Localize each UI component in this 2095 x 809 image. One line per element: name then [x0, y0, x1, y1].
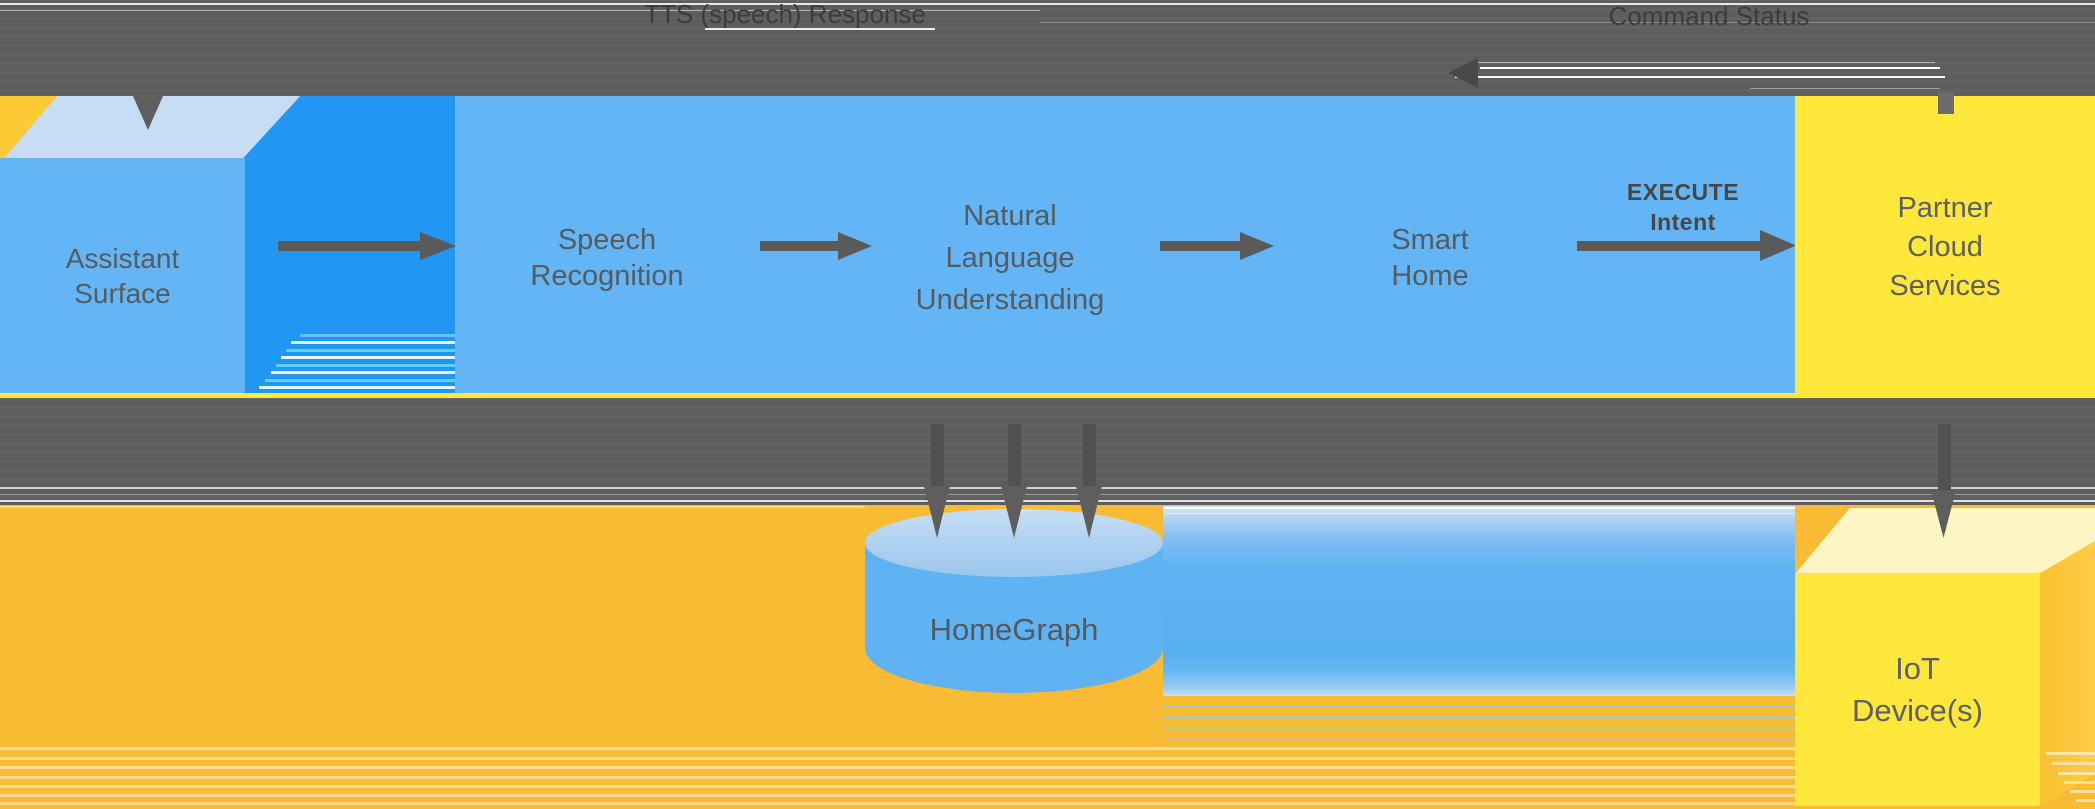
- amber-streak: [0, 776, 1795, 779]
- command-status-arrow-line: [1480, 67, 1940, 69]
- amber-streak: [0, 757, 1795, 760]
- execute-intent-arrow: [1577, 241, 1762, 251]
- amber-streak: [0, 766, 1795, 769]
- band-scanline: [1040, 22, 2095, 23]
- homegraph-label: HomeGraph: [929, 612, 1099, 648]
- yellow-separator: [0, 393, 2095, 398]
- amber-streak: [0, 802, 1795, 805]
- homegraph-arrow-shaft: [1008, 424, 1021, 488]
- command-status-label: Command Status: [1608, 1, 1810, 32]
- stair-glitch-stripe: [265, 379, 455, 382]
- command-status-arrow-line: [1750, 88, 1940, 89]
- amber-streak: [2046, 752, 2095, 755]
- amber-streak: [2058, 772, 2095, 775]
- nlu-to-smarthome-arrow: [1160, 241, 1242, 251]
- partner-box-notch-glitch: [1938, 92, 1954, 114]
- top-return-band: [0, 0, 2095, 96]
- band-scanline: [0, 494, 2095, 495]
- stair-glitch-stripe: [281, 356, 455, 359]
- execute-intent-label: EXECUTE Intent: [1626, 179, 1740, 235]
- amber-streak: [0, 794, 1795, 797]
- iot-arrow-shaft: [1938, 424, 1951, 492]
- band-scanline: [0, 10, 1040, 11]
- band-scanline: [0, 3, 2095, 5]
- smear-fade-line: [1163, 738, 1795, 741]
- partner-cloud-box: [1795, 96, 2095, 393]
- assistant-surface-label: Assistant Surface: [65, 242, 180, 309]
- stair-glitch-stripe: [300, 334, 455, 337]
- amber-streak: [0, 506, 865, 508]
- smart-home-label: Smart Home: [1391, 224, 1469, 292]
- partner-cloud-label: Partner Cloud Services: [1889, 191, 2001, 302]
- blue-smear-glitch: [1163, 506, 1795, 696]
- stair-glitch-stripe: [291, 341, 455, 344]
- smear-fade-line: [1163, 727, 1795, 730]
- tts-response-label: TTS (speech) Response: [644, 0, 926, 30]
- homegraph-arrow-shaft: [931, 424, 944, 488]
- assistant-cube-front-face: [0, 158, 245, 393]
- smear-scanline: [1163, 513, 1795, 514]
- tts-underline: [705, 28, 935, 30]
- iot-cube-side-face: [2040, 541, 2095, 806]
- amber-streak: [2070, 790, 2095, 793]
- amber-streak: [2076, 799, 2095, 802]
- stair-glitch-stripe: [271, 371, 455, 374]
- amber-streak: [2052, 762, 2095, 765]
- smear-scanline: [1163, 507, 1795, 509]
- amber-streak: [2064, 781, 2095, 784]
- band-scanline: [0, 500, 2095, 502]
- amber-streak: [0, 785, 1795, 788]
- stair-glitch-stripe: [259, 386, 455, 389]
- amber-streak: [0, 747, 1795, 750]
- iot-devices-label: IoT Device(s): [1852, 650, 1983, 728]
- iot-cube-front-face: [1795, 573, 2040, 806]
- speech-to-nlu-arrow: [760, 241, 840, 251]
- smear-fade-line: [1163, 705, 1795, 708]
- google-assistant-box: [455, 96, 1795, 393]
- smear-fade-line: [1163, 716, 1795, 719]
- command-status-arrow-line: [1455, 76, 1945, 78]
- band-scanline: [0, 487, 2095, 489]
- speech-recognition-label: Speech Recognition: [530, 224, 684, 292]
- stair-glitch-stripe: [286, 349, 455, 352]
- natural-language-understanding-label: Natural Language Understanding: [915, 200, 1105, 316]
- command-status-arrow-line: [1470, 62, 1935, 63]
- assistant-to-speech-arrow: [278, 241, 422, 251]
- homegraph-arrow-shaft: [1083, 424, 1096, 488]
- stair-glitch-stripe: [276, 364, 455, 367]
